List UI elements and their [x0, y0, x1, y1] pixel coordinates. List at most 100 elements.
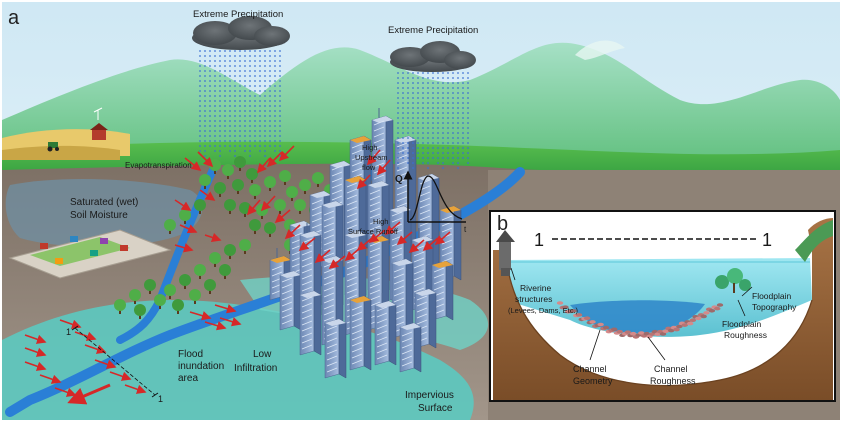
- channel-water: [570, 300, 705, 334]
- cloud-left: [192, 16, 290, 50]
- runoff-arrow: [376, 159, 391, 176]
- label-flood-3: area: [178, 373, 198, 384]
- panel-b-letter: b: [497, 213, 508, 235]
- saturated-soil-area: [5, 178, 203, 247]
- tree: [286, 186, 298, 198]
- building: [349, 295, 365, 371]
- tree: [164, 284, 176, 296]
- label-floodplain-topo-2: Topography: [752, 302, 797, 312]
- stone: [616, 329, 623, 334]
- label-floodplain-rough-2: Roughness: [724, 330, 767, 340]
- tree: [154, 294, 166, 306]
- river-flow-arrow: [67, 383, 111, 405]
- runoff-arrow: [434, 231, 451, 246]
- tree: [164, 219, 176, 231]
- runoff-arrow: [356, 174, 371, 190]
- runoff-arrow: [124, 384, 147, 394]
- stone: [708, 308, 716, 313]
- stone: [611, 327, 618, 332]
- tree: [264, 176, 276, 188]
- label-impervious-2: Surface: [418, 403, 453, 414]
- label-channel-roughness-1: Channel: [654, 364, 688, 374]
- runoff-arrow: [366, 149, 381, 166]
- runoff-arrow: [184, 157, 202, 171]
- label-riverine-3: (Levees, Dams, Etc.): [508, 306, 579, 315]
- runoff-arrow: [179, 224, 198, 234]
- hydrograph-t-label: t: [464, 225, 467, 234]
- tree: [246, 168, 258, 180]
- tree: [232, 179, 244, 191]
- label-low-infiltration-2: Infiltration: [234, 363, 277, 374]
- channel-roughness-stones: [556, 301, 724, 339]
- farm: [2, 107, 130, 160]
- tree: [239, 239, 251, 251]
- tree: [312, 172, 324, 184]
- stone: [689, 318, 697, 323]
- tree: [179, 209, 191, 221]
- residential-blocks: [8, 229, 172, 279]
- tree: [179, 274, 191, 286]
- runoff-arrow: [74, 331, 97, 341]
- stone: [638, 331, 645, 335]
- label-channel-geometry-1: Channel: [573, 364, 607, 374]
- tree: [209, 252, 221, 264]
- tree: [264, 222, 276, 234]
- runoff-arrow: [199, 189, 216, 201]
- tree: [134, 304, 146, 316]
- floodplain-grass: [795, 220, 833, 262]
- runoff-arrow: [246, 199, 261, 216]
- runoff-arrow: [260, 195, 276, 212]
- section-right-label: 1: [762, 230, 772, 250]
- runoff-arrow: [204, 232, 222, 243]
- label-high-runoff-2: Surface Runoff: [348, 227, 399, 236]
- stone: [562, 305, 569, 309]
- tree: [194, 264, 206, 276]
- runoff-arrow: [94, 359, 117, 369]
- runoff-arrow: [368, 229, 386, 243]
- levee-structure: [496, 230, 515, 276]
- snow-peak: [575, 40, 625, 60]
- tree: [224, 244, 236, 256]
- runoff-arrow: [24, 334, 47, 344]
- runoff-arrow: [109, 371, 132, 381]
- runoff-arrow: [59, 319, 82, 329]
- mountain-range: [2, 42, 840, 170]
- tree: [219, 264, 231, 276]
- runoff-arrow: [396, 231, 413, 246]
- stone: [583, 316, 591, 321]
- tree: [129, 289, 141, 301]
- runoff-arrow: [204, 321, 227, 331]
- runoff-arrow: [408, 239, 425, 254]
- city-buildings: [269, 108, 462, 379]
- runoff-arrows: [24, 145, 451, 397]
- label-low-infiltration-1: Low: [253, 349, 272, 360]
- stone: [716, 303, 724, 307]
- label-channel-roughness-2: Roughness: [650, 376, 696, 386]
- stone: [659, 332, 667, 336]
- runoff-arrow: [278, 145, 295, 162]
- stone: [686, 321, 694, 326]
- tree: [189, 289, 201, 301]
- label-high-upstream-2: Upstream: [355, 153, 388, 162]
- stone: [570, 309, 577, 313]
- runoff-arrow: [314, 249, 331, 264]
- tree: [114, 299, 126, 311]
- runoff-arrow: [214, 304, 237, 314]
- label-extreme-precip-2: Extreme Precipitation: [388, 25, 478, 36]
- cross-section-marker: [71, 325, 159, 398]
- tree: [279, 170, 291, 182]
- runoff-arrow: [284, 224, 301, 240]
- label-evapotranspiration: Evapotranspiration: [125, 161, 192, 170]
- stone: [703, 311, 710, 315]
- runoff-arrow: [298, 237, 316, 251]
- label-high-runoff-1: High: [373, 217, 388, 226]
- label-extreme-precip-1: Extreme Precipitation: [193, 9, 283, 20]
- stone: [695, 316, 702, 321]
- stone: [676, 324, 683, 329]
- label-channel-geometry-2: Geometry: [573, 376, 613, 386]
- stone: [630, 331, 637, 336]
- runoff-arrow: [174, 199, 192, 211]
- cross-section-line: [74, 327, 156, 396]
- tree: [144, 279, 156, 291]
